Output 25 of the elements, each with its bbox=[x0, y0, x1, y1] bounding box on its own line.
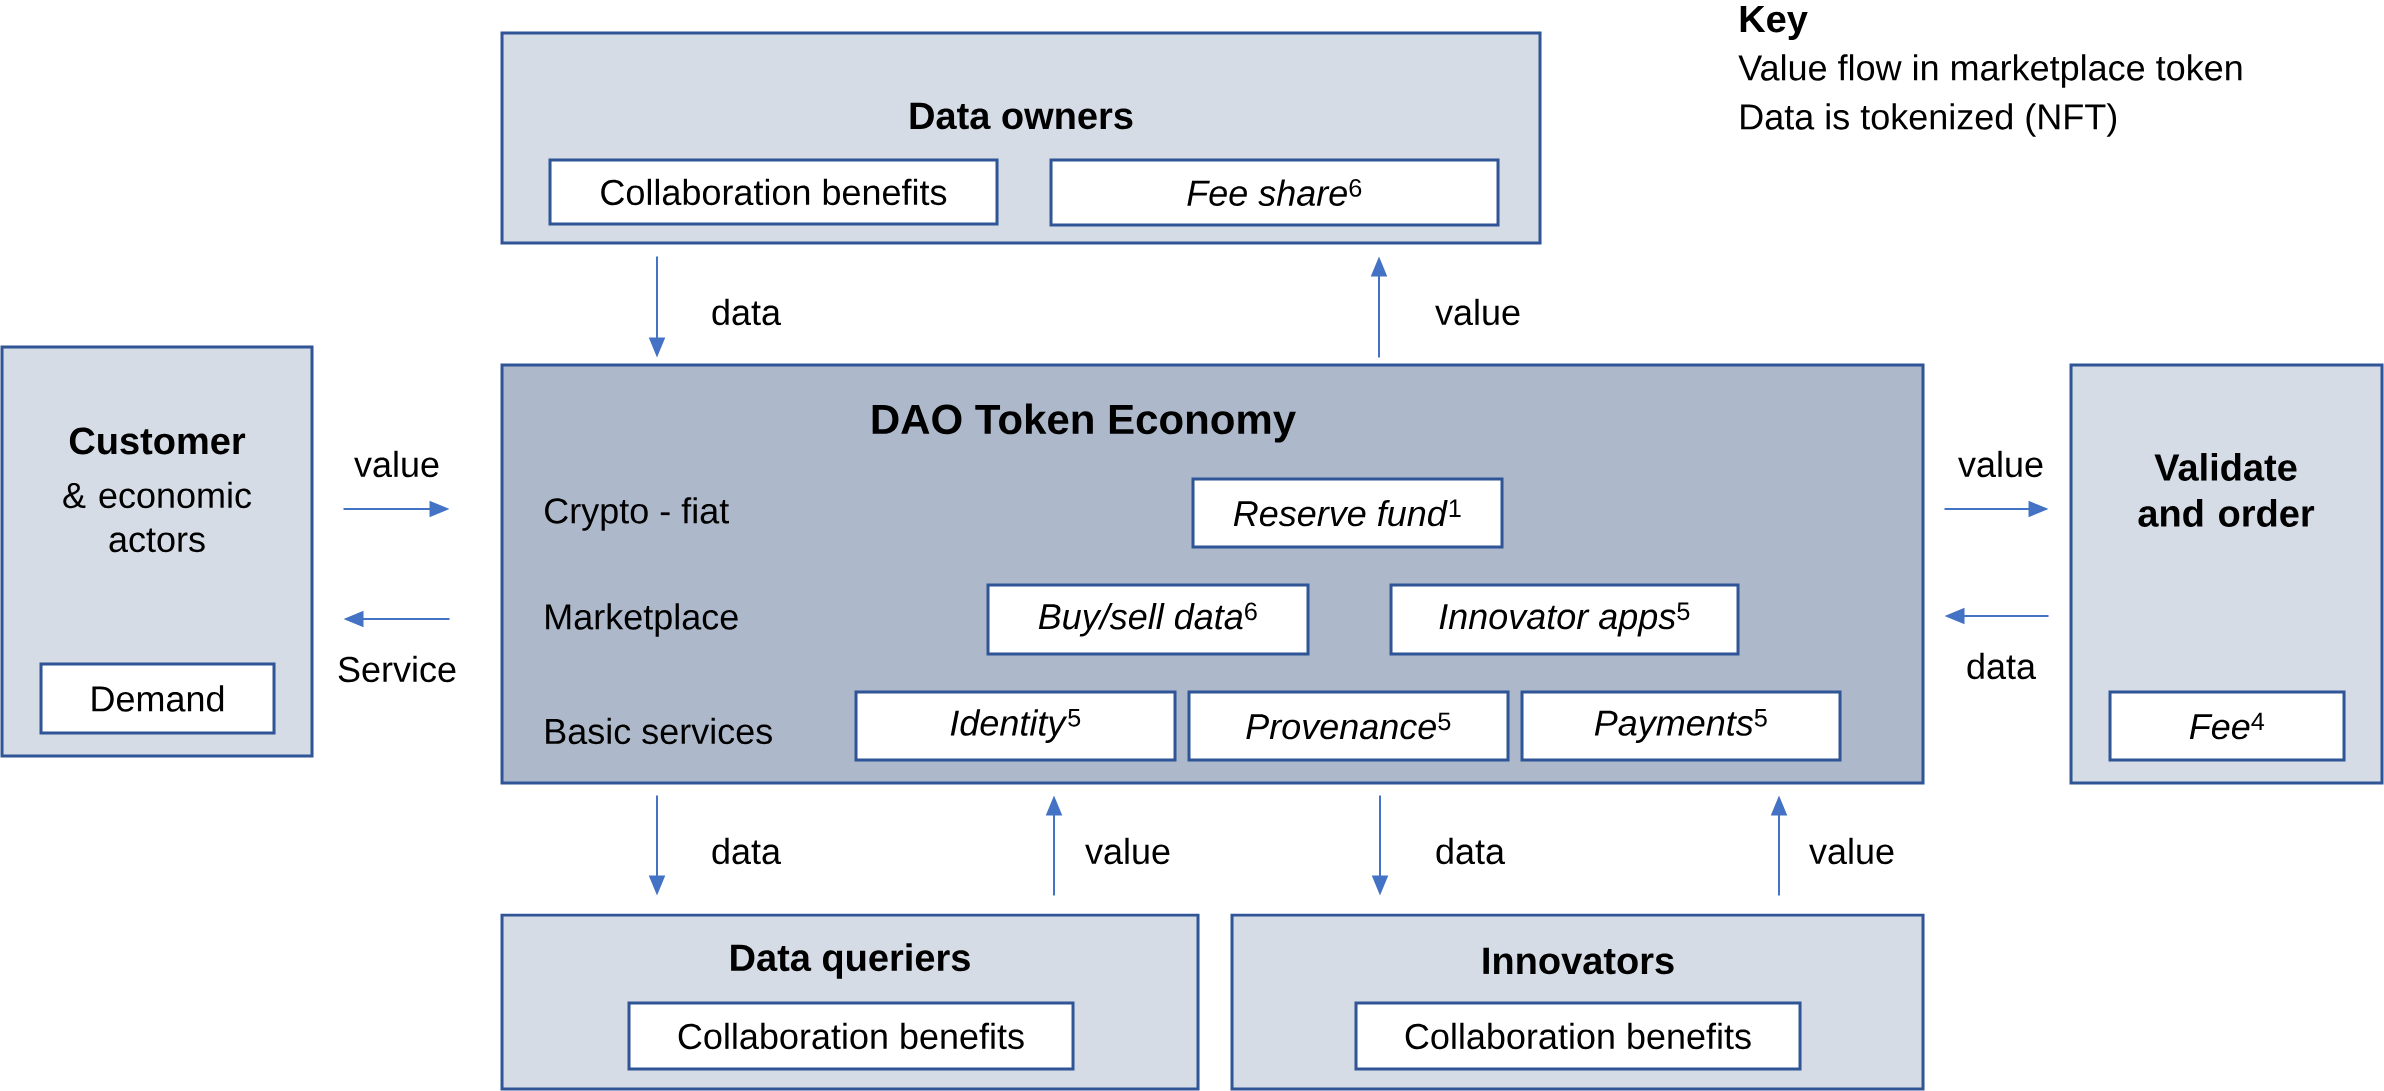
item-box: Demand bbox=[39, 662, 276, 735]
item-box: Identity$^{5}$ bbox=[854, 690, 1177, 762]
item-box: Collaboration benefits bbox=[627, 1001, 1075, 1071]
edge-label: data bbox=[1964, 650, 2039, 682]
item-box: Buy/sell data$^{6}$ bbox=[986, 583, 1310, 656]
edge-label: data bbox=[709, 835, 784, 867]
item-box: Provenance$^{5}$ bbox=[1187, 690, 1510, 762]
item-box: Fee$^{4}$ bbox=[2108, 690, 2346, 762]
key-heading: Key bbox=[1740, 6, 1808, 40]
item-box: Innovator apps$^{5}$ bbox=[1389, 583, 1740, 656]
item-box: Reserve fund$^{1}$ bbox=[1191, 477, 1504, 549]
edge-label: value bbox=[1433, 296, 1524, 328]
edge-label: value bbox=[352, 448, 443, 480]
edge-label: value bbox=[1083, 835, 1174, 867]
item-box: Fee share$^{6}$ bbox=[1049, 158, 1500, 227]
key-text: Data is tokenized (NFT) bbox=[1741, 103, 2117, 137]
edge-label: data bbox=[1433, 835, 1508, 867]
item-box: Collaboration benefits bbox=[1354, 1001, 1802, 1071]
edge-label: value bbox=[1807, 835, 1898, 867]
edge-label: data bbox=[709, 296, 784, 328]
item-box: Collaboration benefits bbox=[548, 158, 999, 226]
edge-label: Service bbox=[335, 653, 460, 685]
item-box: Payments$^{5}$ bbox=[1520, 690, 1842, 762]
key-text: Value flow in marketplace token bbox=[1738, 54, 2242, 88]
edge-label: value bbox=[1956, 448, 2047, 480]
